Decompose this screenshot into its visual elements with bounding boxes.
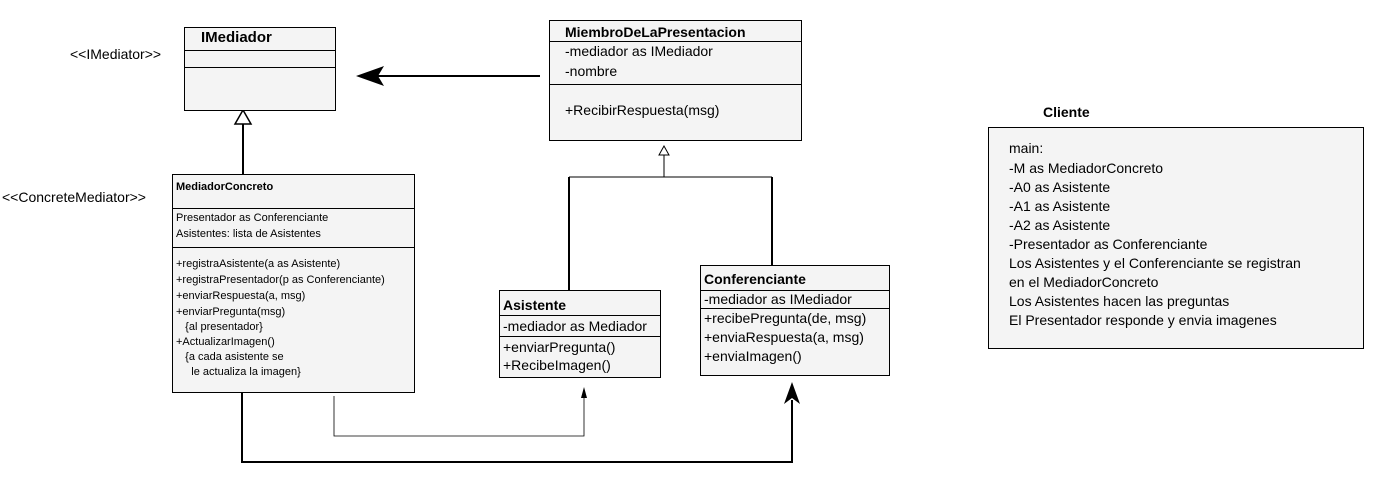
cliente-line: Los Asistentes hacen las preguntas [1009,293,1230,309]
method: +RecibeImagen() [503,357,611,373]
method-note: {al presentador} [176,321,263,333]
method: +enviaRespuesta(a, msg) [704,329,864,345]
mediador-conferenciante-link [241,393,793,463]
method: +registraAsistente(a as Asistente) [176,258,341,270]
divider [500,336,660,337]
cliente-line: -A0 as Asistente [1009,179,1111,195]
divider [173,247,414,248]
divider [701,308,889,309]
divider [500,315,660,316]
divider [185,67,335,68]
class-title: MiembroDeLaPresentacion [565,24,746,40]
cliente-line: -A2 as Asistente [1009,217,1111,233]
mediador-asistente-link [333,396,585,437]
method-note: le actualiza la imagen} [176,366,301,378]
divider [550,41,801,42]
method: +enviarPregunta() [503,339,616,355]
cliente-line: -A1 as Asistente [1009,198,1111,214]
cliente-line: Los Asistentes y el Conferenciante se re… [1009,255,1301,271]
mediador-conferenciante-arrowhead [784,382,800,404]
divider [701,290,889,291]
conferenciante-class[interactable]: Conferenciante -mediador as IMediador +r… [700,265,890,376]
cliente-box[interactable]: main: -M as MediadorConcreto -A0 as Asis… [988,127,1364,349]
mediador-asistente-arrowhead [581,387,587,398]
attribute: -mediador as IMediador [704,291,852,307]
class-title: IMediador [201,29,272,46]
method: +ActualizarImagen() [176,336,275,348]
attribute: -mediador as IMediador [565,43,713,59]
divider [185,50,335,51]
divider [173,208,414,209]
cliente-line: -M as MediadorConcreto [1009,160,1164,176]
inheritance-arrowhead [658,144,670,156]
method: +enviarPregunta(msg) [176,306,286,318]
attribute: -mediador as Mediador [503,318,647,334]
cliente-line: main: [1009,140,1044,156]
imediator-stereotype: <<IMediator>> [70,46,162,62]
cliente-line: en el MediadorConcreto [1009,274,1159,290]
method: +recibePregunta(de, msg) [704,310,867,326]
realization-arrowhead [233,108,253,125]
concrete-mediator-stereotype: <<ConcreteMediator>> [2,189,146,205]
method: +enviarRespuesta(a, msg) [176,290,306,302]
imediador-class[interactable]: IMediador [184,27,336,111]
miembro-presentacion-class[interactable]: MiembroDeLaPresentacion -mediador as IMe… [549,20,802,141]
method: +RecibirRespuesta(msg) [565,102,720,118]
class-title: MediadorConcreto [176,181,274,193]
method-note: {a cada asistente se [176,351,284,363]
cliente-title: Cliente [1043,104,1090,120]
attribute: Asistentes: lista de Asistentes [176,228,321,240]
class-title: Conferenciante [704,271,806,287]
cliente-line: -Presentador as Conferenciante [1009,236,1208,252]
mediador-concreto-class[interactable]: MediadorConcreto Presentador as Conferen… [172,174,415,393]
attribute: -nombre [565,63,618,79]
cliente-line: El Presentador responde y envia imagenes [1009,312,1277,328]
divider [550,84,801,85]
asistente-class[interactable]: Asistente -mediador as Mediador +enviarP… [499,290,661,378]
method: +enviaImagen() [704,348,802,364]
method: +registraPresentador(p as Conferenciante… [176,274,385,286]
class-title: Asistente [503,297,567,313]
attribute: Presentador as Conferenciante [176,212,329,224]
association-arrowhead [356,66,384,86]
